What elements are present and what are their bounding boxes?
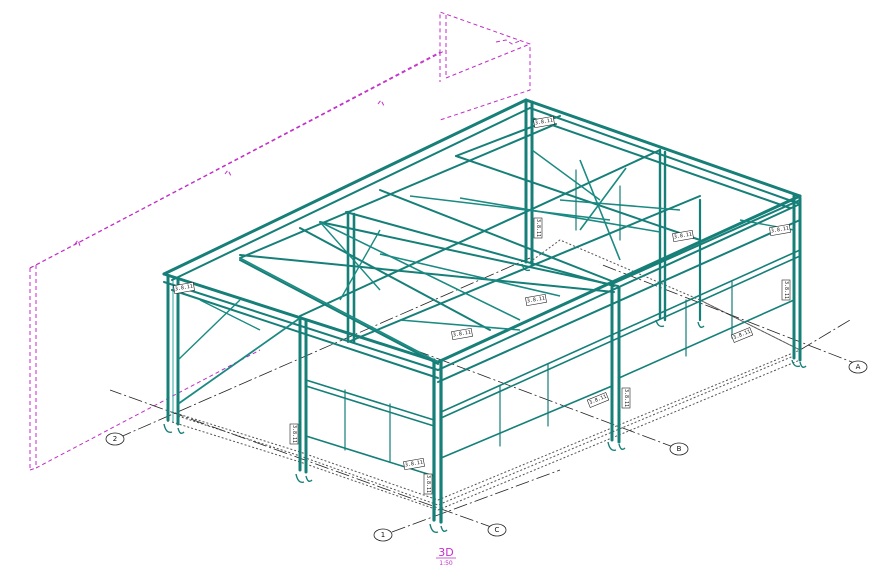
svg-text:3.8.11: 3.8.11 bbox=[175, 283, 194, 292]
member-tag: 3.8.11 bbox=[403, 457, 425, 471]
grid-bubble-A: A bbox=[848, 360, 868, 374]
grid-bubble-B: B bbox=[669, 442, 689, 456]
member-tag: 3.8.11 bbox=[621, 387, 631, 409]
member-tag: 3.8.11 bbox=[525, 293, 547, 307]
column-feet bbox=[163, 263, 807, 534]
member-tag: 3.8.11 bbox=[423, 473, 433, 495]
gridline-1 bbox=[391, 469, 561, 533]
svg-text:3.8.11: 3.8.11 bbox=[527, 295, 546, 304]
view-title-block: 3D 1:50 bbox=[436, 546, 456, 567]
gridline-A bbox=[599, 263, 863, 367]
member-tags: 3.8.11 3.8.11 3.8.11 3.8.11 3.8.11 3.8.1… bbox=[173, 115, 791, 495]
gridline-C bbox=[109, 389, 495, 529]
member-tag: 3.8.11 bbox=[289, 423, 299, 445]
steel-frame bbox=[162, 98, 802, 524]
grid-lines bbox=[109, 257, 863, 533]
svg-text:3.8.11: 3.8.11 bbox=[674, 231, 693, 240]
view-scale: 1:50 bbox=[439, 560, 453, 567]
grid-bubble-1: 1 bbox=[373, 528, 393, 542]
member-tag: 3.8.11 bbox=[672, 229, 694, 243]
svg-text:2: 2 bbox=[113, 435, 117, 443]
member-tag: 3.8.11 bbox=[781, 279, 791, 301]
svg-text:3.8.11: 3.8.11 bbox=[535, 117, 554, 126]
member-tag: 3.8.11 bbox=[173, 281, 195, 295]
svg-text:3.8.11: 3.8.11 bbox=[623, 389, 629, 407]
member-tag: 3.8.11 bbox=[769, 223, 791, 237]
member-tag: 3.8.11 bbox=[533, 217, 543, 239]
svg-text:C: C bbox=[495, 526, 500, 534]
svg-text:3.8.11: 3.8.11 bbox=[405, 459, 424, 468]
svg-text:3.8.11: 3.8.11 bbox=[771, 225, 790, 234]
member-tag: 3.8.11 bbox=[730, 327, 754, 343]
member-tag: 3.8.11 bbox=[451, 327, 473, 341]
gridline-2 bbox=[117, 257, 531, 439]
member-tag: 3.8.11 bbox=[533, 115, 555, 129]
ghost-outline bbox=[29, 11, 531, 471]
view-title: 3D bbox=[438, 546, 453, 559]
svg-text:B: B bbox=[677, 445, 682, 453]
svg-text:3.8.11: 3.8.11 bbox=[783, 281, 789, 299]
svg-text:3.8.11: 3.8.11 bbox=[425, 475, 431, 493]
svg-text:3.8.11: 3.8.11 bbox=[291, 425, 297, 443]
svg-text:3.8.11: 3.8.11 bbox=[535, 219, 541, 237]
svg-text:1: 1 bbox=[381, 531, 385, 539]
grid-bubble-C: C bbox=[487, 523, 507, 537]
grid-bubble-2: 2 bbox=[105, 432, 125, 446]
svg-text:A: A bbox=[856, 363, 861, 371]
svg-text:3.8.11: 3.8.11 bbox=[453, 329, 472, 338]
gridline-1-ext bbox=[799, 319, 851, 351]
grid-bubbles: 1 2 A B C bbox=[105, 360, 868, 542]
